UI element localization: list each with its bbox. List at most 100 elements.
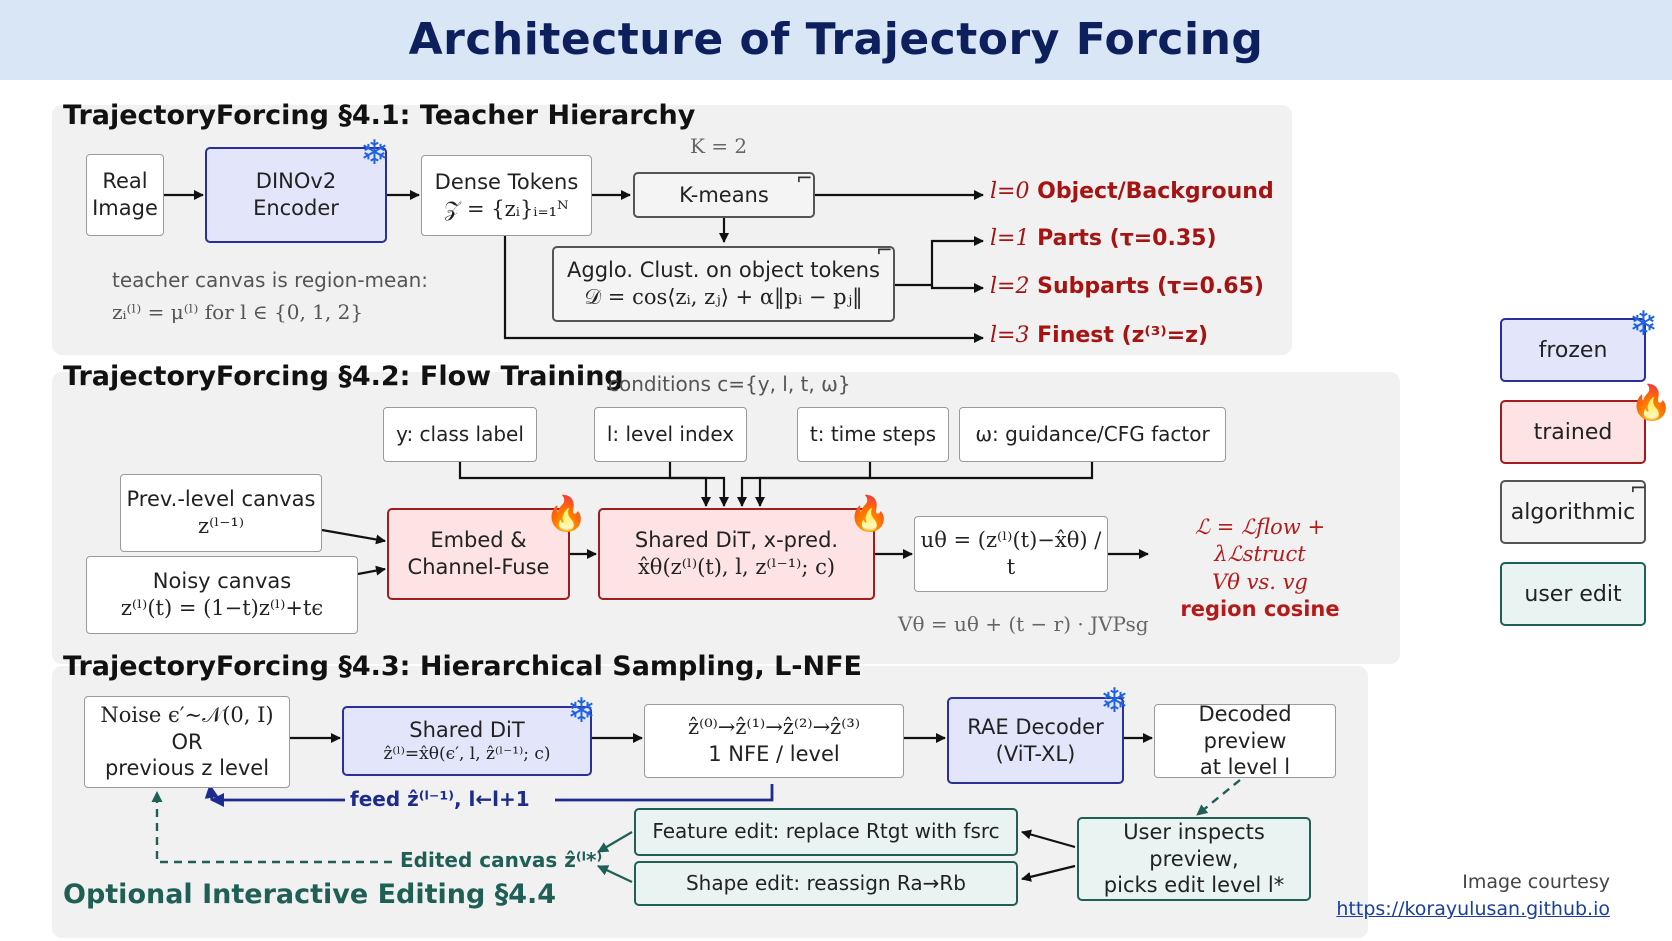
noise-source-formula: Noise ϵ′∼𝒩(0, I) xyxy=(100,702,274,727)
embed-channel-fuse-label: Embed & Channel-Fuse xyxy=(407,528,550,579)
shared-dit-sample-formula: ẑ⁽ˡ⁾=x̂θ(ϵ′, l, ẑ⁽ˡ⁻¹⁾; c) xyxy=(383,743,551,764)
tool-icon: ⌐ xyxy=(876,238,893,262)
legend-algorithmic: algorithmic xyxy=(1500,480,1646,544)
arrow-user-to-feature xyxy=(1021,829,1076,849)
optional-editing-title: Optional Interactive Editing §4.4 xyxy=(63,879,557,910)
agglo-cluster-box: Agglo. Clust. on object tokens 𝒟 = cos⟨z… xyxy=(552,246,895,322)
page-title: Architecture of Trajectory Forcing xyxy=(408,14,1264,65)
legend-user-edit: user edit xyxy=(1500,562,1646,626)
tool-icon: ⌐ xyxy=(796,166,813,190)
loss-region-cosine: region cosine xyxy=(1180,596,1340,621)
user-inspects-box: User inspects preview, picks edit level … xyxy=(1077,817,1311,901)
arrow-shape-to-edited xyxy=(597,865,633,883)
dense-tokens-label: Dense Tokens xyxy=(434,169,579,194)
fire-icon: 🔥 xyxy=(848,494,891,534)
snowflake-icon: ❄ xyxy=(360,133,389,173)
loss-annotation: ℒ = ℒflow + λℒstruct Vθ vs. vg region co… xyxy=(1150,514,1370,623)
dashed-edited-to-noise xyxy=(151,791,392,864)
section-title-4-2: TrajectoryForcing §4.2: Flow Training xyxy=(63,361,624,392)
level-1-label: l=1 Parts (τ=0.35) xyxy=(990,226,1217,251)
shared-dit-train-formula: x̂θ(z⁽ˡ⁾(t), l, z⁽ˡ⁻¹⁾; c) xyxy=(637,555,836,579)
fire-icon: 🔥 xyxy=(1630,383,1672,423)
connector-agglo-split xyxy=(895,236,984,287)
rae-decoder-model: (ViT-XL) xyxy=(995,741,1076,766)
embed-channel-fuse-box: Embed & Channel-Fuse xyxy=(387,508,570,600)
arrow-noisy-to-embed xyxy=(357,565,386,576)
noisy-canvas-label: Noisy canvas xyxy=(152,569,292,594)
u-theta-formula: uθ = (z⁽ˡ⁾(t)−x̂θ) / t xyxy=(920,528,1102,579)
decoded-preview-label: Decoded preview xyxy=(1198,701,1292,753)
decoded-preview-level: at level l xyxy=(1199,755,1291,780)
fire-icon: 🔥 xyxy=(545,494,588,534)
dinov2-encoder-box: DINOv2 Encoder xyxy=(205,147,387,243)
arrow-agglo-to-l2 xyxy=(930,283,984,293)
prev-level-canvas-symbol: z⁽ˡ⁻¹⁾ xyxy=(198,514,244,538)
cond-y-line xyxy=(458,462,711,507)
decoded-preview-box: Decoded preview at level l xyxy=(1154,701,1336,780)
conditions-note: conditions c={y, l, t, ω} xyxy=(608,372,851,396)
noise-source-box: Noise ϵ′∼𝒩(0, I) OR previous z level xyxy=(84,696,290,788)
shape-edit-label: Shape edit: reassign Ra→Rb xyxy=(685,870,966,895)
user-inspects-level: picks edit level l* xyxy=(1103,873,1285,898)
shape-edit-box: Shape edit: reassign Ra→Rb xyxy=(634,861,1018,906)
kmeans-box: K-means xyxy=(633,172,815,218)
snowflake-icon: ❄ xyxy=(567,691,596,731)
v-theta-formula: Vθ = uθ + (t − r) · JVPsg xyxy=(898,612,1149,636)
courtesy-link[interactable]: https://korayulusan.github.io xyxy=(1336,898,1610,920)
real-image-box: Real Image xyxy=(86,154,164,236)
real-image-label: Real Image xyxy=(92,169,158,220)
dense-tokens-box: Dense Tokens 𝒵 = {zᵢ}ᵢ₌₁ᴺ xyxy=(421,155,592,236)
noise-source-previous: previous z level xyxy=(104,756,270,781)
prev-level-canvas-label: Prev.-level canvas xyxy=(126,487,316,512)
section-title-4-1: TrajectoryForcing §4.1: Teacher Hierarch… xyxy=(63,100,696,131)
k-note: K = 2 xyxy=(690,134,748,158)
nfe-chain-sequence: ẑ⁽⁰⁾→ẑ⁽¹⁾→ẑ⁽²⁾→ẑ⁽³⁾ xyxy=(688,715,860,740)
level-3-label: l=3 Finest (z⁽³⁾=z) xyxy=(990,323,1209,348)
dense-tokens-formula: 𝒵 = {zᵢ}ᵢ₌₁ᴺ xyxy=(444,196,569,221)
snowflake-icon: ❄ xyxy=(1100,681,1129,721)
image-courtesy: Image courtesy xyxy=(1462,871,1610,893)
shared-dit-sample-label: Shared DiT xyxy=(409,717,525,742)
u-theta-box: uθ = (z⁽ˡ⁾(t)−x̂θ) / t xyxy=(914,516,1108,592)
loss-formula: ℒ = ℒflow + λℒstruct xyxy=(1194,515,1326,567)
snowflake-icon: ❄ xyxy=(1629,304,1658,344)
arrow-user-to-shape xyxy=(1021,864,1076,882)
loss-comparison: Vθ vs. vg xyxy=(1212,569,1308,594)
title-banner: Architecture of Trajectory Forcing xyxy=(0,0,1672,80)
condition-time-steps: t: time steps xyxy=(797,407,949,462)
noisy-canvas-box: Noisy canvas z⁽ˡ⁾(t) = (1−t)z⁽ˡ⁾+tϵ xyxy=(86,556,358,634)
level-2-label: l=2 Subparts (τ=0.65) xyxy=(990,274,1264,299)
section-title-4-3: TrajectoryForcing §4.3: Hierarchical Sam… xyxy=(63,651,862,682)
arrow-tokens-to-l3 xyxy=(503,236,984,343)
condition-guidance-factor: ω: guidance/CFG factor xyxy=(959,407,1226,462)
arrow-prev-to-embed xyxy=(321,528,386,545)
noise-source-or: OR xyxy=(171,729,203,754)
agglo-cluster-formula: 𝒟 = cos⟨zᵢ, zⱼ⟩ + α‖pᵢ − pⱼ‖ xyxy=(584,285,863,309)
condition-class-label: y: class label xyxy=(383,407,537,462)
shared-dit-sample-box: Shared DiT ẑ⁽ˡ⁾=x̂θ(ϵ′, l, ẑ⁽ˡ⁻¹⁾; c) xyxy=(342,706,592,776)
legend-frozen: frozen xyxy=(1500,318,1646,382)
tool-icon: ⌐ xyxy=(1630,476,1647,500)
noisy-canvas-formula: z⁽ˡ⁾(t) = (1−t)z⁽ˡ⁾+tϵ xyxy=(120,596,324,620)
condition-level-index: l: level index xyxy=(594,407,747,462)
canvas-note-line1: teacher canvas is region-mean: xyxy=(112,268,429,292)
feature-edit-box: Feature edit: replace Rtgt with fsrc xyxy=(634,808,1018,856)
edited-canvas-label: Edited canvas ẑ⁽ˡ*⁾ xyxy=(400,848,603,872)
feedback-label: feed ẑ⁽ˡ⁻¹⁾, l←l+1 xyxy=(350,787,530,811)
arrow-feature-to-edited xyxy=(597,831,633,853)
shared-dit-train-label: Shared DiT, x-pred. xyxy=(634,528,839,553)
rae-decoder-box: RAE Decoder (ViT-XL) xyxy=(947,697,1124,784)
dashed-decoded-to-user xyxy=(1196,779,1241,816)
feedback-loop xyxy=(212,784,774,800)
canvas-note-line2: zᵢ⁽ˡ⁾ = μ⁽ˡ⁾ for l ∈ {0, 1, 2} xyxy=(112,300,364,324)
feature-edit-label: Feature edit: replace Rtgt with fsrc xyxy=(652,819,1000,844)
nfe-chain-box: ẑ⁽⁰⁾→ẑ⁽¹⁾→ẑ⁽²⁾→ẑ⁽³⁾ 1 NFE / level xyxy=(644,704,904,778)
cond-l-line xyxy=(668,462,729,507)
user-inspects-label: User inspects preview, xyxy=(1123,819,1265,871)
legend-trained: trained xyxy=(1500,400,1646,464)
level-0-label: l=0 Object/Background xyxy=(990,179,1274,204)
prev-level-canvas-box: Prev.-level canvas z⁽ˡ⁻¹⁾ xyxy=(120,474,322,552)
cond-w-line xyxy=(755,462,1094,507)
nfe-chain-label: 1 NFE / level xyxy=(708,742,840,766)
